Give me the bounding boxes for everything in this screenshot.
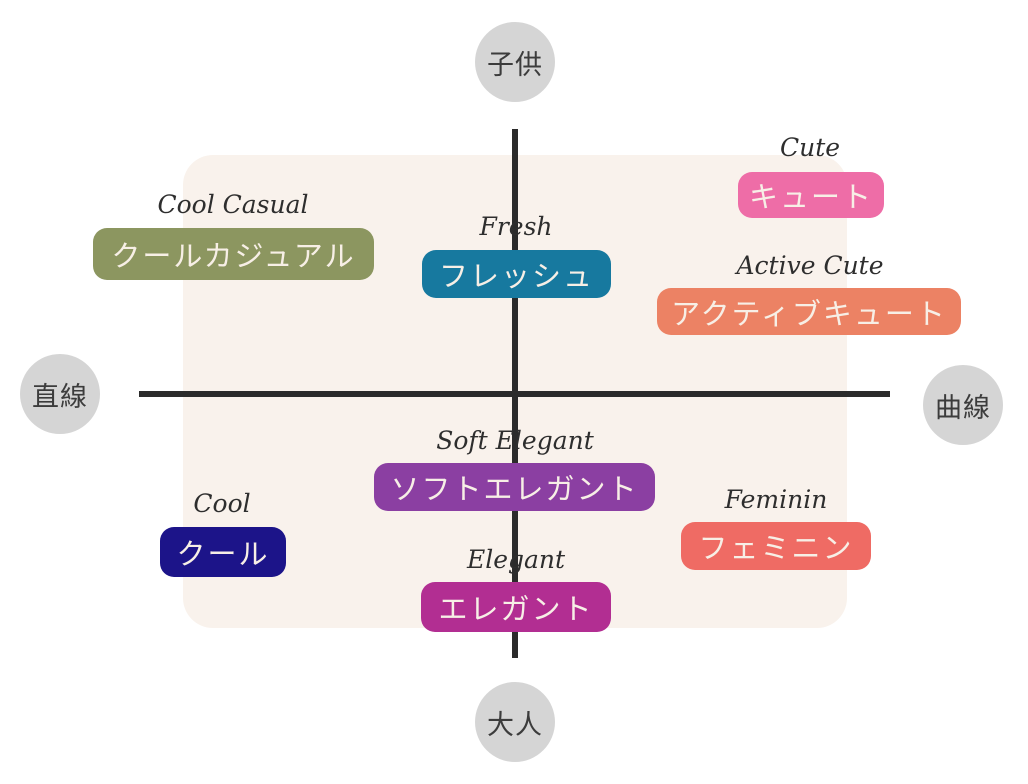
axis-pole-adult-label: 大人	[487, 709, 543, 740]
style-badge-fresh: フレッシュ	[422, 250, 611, 298]
axis-pole-child: 子供	[475, 22, 555, 102]
script-label-cool: Cool	[193, 489, 251, 518]
script-label-feminin: Feminin	[724, 485, 828, 514]
script-label-active-cute: Active Cute	[736, 251, 884, 280]
script-label-soft-elegant: Soft Elegant	[436, 426, 594, 455]
style-badge-cool-casual: クールカジュアル	[93, 228, 374, 280]
style-badge-active-cute: アクティブキュート	[657, 288, 961, 335]
axis-pole-straight-label: 直線	[32, 381, 88, 412]
axis-pole-adult: 大人	[475, 682, 555, 762]
axis-pole-straight: 直線	[20, 354, 100, 434]
vertical-axis-line	[512, 129, 518, 658]
axis-pole-curve-label: 曲線	[935, 392, 991, 423]
axis-pole-child-label: 子供	[487, 49, 543, 80]
script-label-fresh: Fresh	[479, 212, 553, 241]
style-badge-feminin: フェミニン	[681, 522, 871, 570]
style-badge-cool: クール	[160, 527, 286, 577]
script-label-elegant: Elegant	[466, 545, 566, 574]
style-badge-elegant: エレガント	[421, 582, 611, 632]
axis-pole-curve: 曲線	[923, 365, 1003, 445]
script-label-cute: Cute	[779, 133, 841, 162]
style-badge-soft-elegant: ソフトエレガント	[374, 463, 655, 511]
style-badge-cute: キュート	[738, 172, 884, 218]
script-label-cool-casual: Cool Casual	[157, 190, 309, 219]
